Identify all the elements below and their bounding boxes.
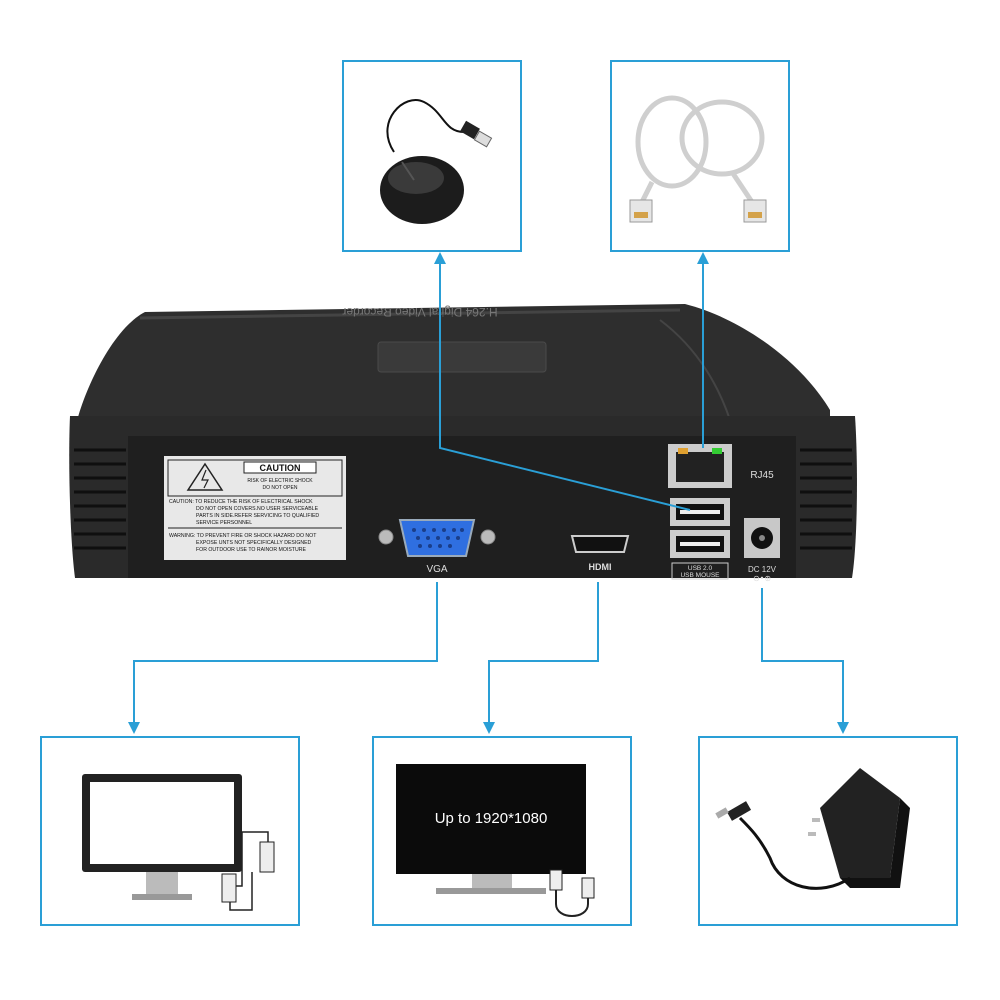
vga-connector <box>128 582 438 734</box>
dc-connector <box>761 588 849 734</box>
dc-power-port <box>744 518 780 558</box>
power-adapter-icon <box>715 768 910 890</box>
svg-text:CAUTION: TO REDUCE THE RISK OF: CAUTION: TO REDUCE THE RISK OF ELECTRICA… <box>169 499 313 505</box>
svg-text:FOR OUTDOOR USE TO RAINOR MOIS: FOR OUTDOOR USE TO RAINOR MOISTURE <box>196 547 306 553</box>
vga-monitor-icon <box>82 774 275 911</box>
svg-text:SERVICE PERSONNEL: SERVICE PERSONNEL <box>196 520 252 526</box>
ethernet-box <box>610 60 790 252</box>
hdmi-monitor-icon <box>396 764 595 917</box>
left-vents <box>74 448 126 550</box>
hdmi-port <box>570 535 630 553</box>
rj45-port <box>668 444 732 488</box>
vga-monitor-box <box>40 736 300 926</box>
svg-text:WARNING: TO PREVENT FIRE OR SH: WARNING: TO PREVENT FIRE OR SHOCK HAZARD… <box>169 533 317 539</box>
device-top-label: H.264 Digital Video Recorder <box>342 305 497 319</box>
usb-port-2 <box>670 530 730 558</box>
nvr-device: H.264 Digital Video Recorder CAUTION RIS… <box>69 304 857 583</box>
hdmi-screen-text: Up to 1920*1080 <box>434 810 548 827</box>
usb-label-2: USB MOUSE <box>680 572 720 579</box>
vga-label: VGA <box>426 564 447 575</box>
rj45-label: RJ45 <box>750 470 774 481</box>
shock-warning-icon <box>186 462 224 491</box>
svg-text:EXPOSE UNTS NOT SPECIFICALLY D: EXPOSE UNTS NOT SPECIFICALLY DESIGNED <box>196 540 312 546</box>
mouse-box <box>342 60 522 252</box>
caution-title: CAUTION <box>260 463 301 473</box>
caution-sticker: CAUTION RISK OF ELECTRIC SHOCK DO NOT OP… <box>164 456 346 560</box>
svg-text:DO NOT OPEN: DO NOT OPEN <box>263 485 298 491</box>
usb-port-1 <box>670 498 730 526</box>
usb-label-1: USB 2.0 <box>688 565 713 572</box>
svg-text:PARTS IN SIDE.REFER SERVICING: PARTS IN SIDE.REFER SERVICING TO QUALIFI… <box>196 513 319 519</box>
svg-text:RISK OF ELECTRIC SHOCK: RISK OF ELECTRIC SHOCK <box>247 478 313 484</box>
hdmi-label: HDMI <box>589 562 612 572</box>
right-vents <box>800 448 852 550</box>
hdmi-monitor-box: Up to 1920*1080 <box>372 736 632 926</box>
svg-text:DO NOT OPEN COVERS.NO USER SER: DO NOT OPEN COVERS.NO USER SERVICEABLE <box>196 506 319 512</box>
device-button <box>377 341 547 373</box>
dc-polarity: ⊖•⊕ <box>753 574 771 583</box>
power-adapter-box <box>698 736 958 926</box>
ethernet-cable-icon <box>629 95 767 223</box>
vga-port <box>378 519 496 557</box>
usb-mouse-icon <box>380 99 493 224</box>
hdmi-connector <box>483 582 599 734</box>
dc-label: DC 12V <box>748 565 777 574</box>
